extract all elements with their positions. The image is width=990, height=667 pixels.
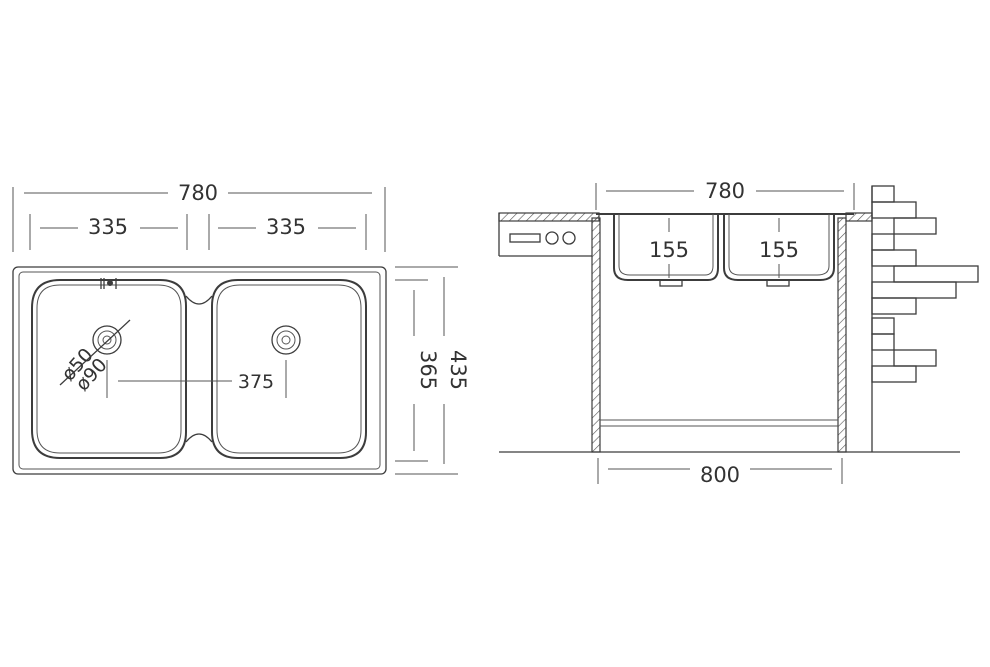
side-width-dimension: 780	[595, 179, 855, 210]
right-drain-icon	[271, 325, 301, 355]
inner-depth-label: 365	[416, 350, 440, 390]
sink-outer-rim	[12, 266, 387, 475]
top-view: 780 335 335	[12, 181, 470, 475]
top-width-dimension: 780	[12, 181, 386, 252]
drain-distance-label: 375	[238, 371, 274, 393]
overflow-icon	[100, 278, 117, 289]
bowl-width-dimensions: 335 335	[29, 214, 367, 250]
side-right-depth-label: 155	[759, 238, 799, 262]
countertop	[498, 212, 600, 222]
top-width-label: 780	[178, 181, 218, 205]
left-bowl	[31, 279, 187, 459]
outer-depth-label: 435	[446, 350, 470, 390]
right-bowl	[211, 279, 367, 459]
appliance-panel-icon	[509, 231, 576, 245]
side-view: 780 155 155	[498, 179, 979, 487]
inner-depth-dimension: 365	[395, 279, 440, 462]
cabinet-left-wall	[591, 217, 601, 453]
left-drain-icon	[92, 325, 122, 355]
cabinet-width-dimension: 800	[597, 458, 843, 487]
side-width-label: 780	[705, 179, 745, 203]
outer-depth-dimension: 435	[395, 266, 470, 475]
cabinet-width-label: 800	[700, 463, 740, 487]
drain-distance-dimension: 375	[106, 360, 287, 398]
side-left-depth-label: 155	[649, 238, 689, 262]
sink-inner-rim	[18, 271, 381, 470]
cabinet-right-wall	[837, 217, 847, 453]
left-bowl-width-label: 335	[88, 215, 128, 239]
brick-wall	[871, 185, 979, 452]
right-bowl-width-label: 335	[266, 215, 306, 239]
